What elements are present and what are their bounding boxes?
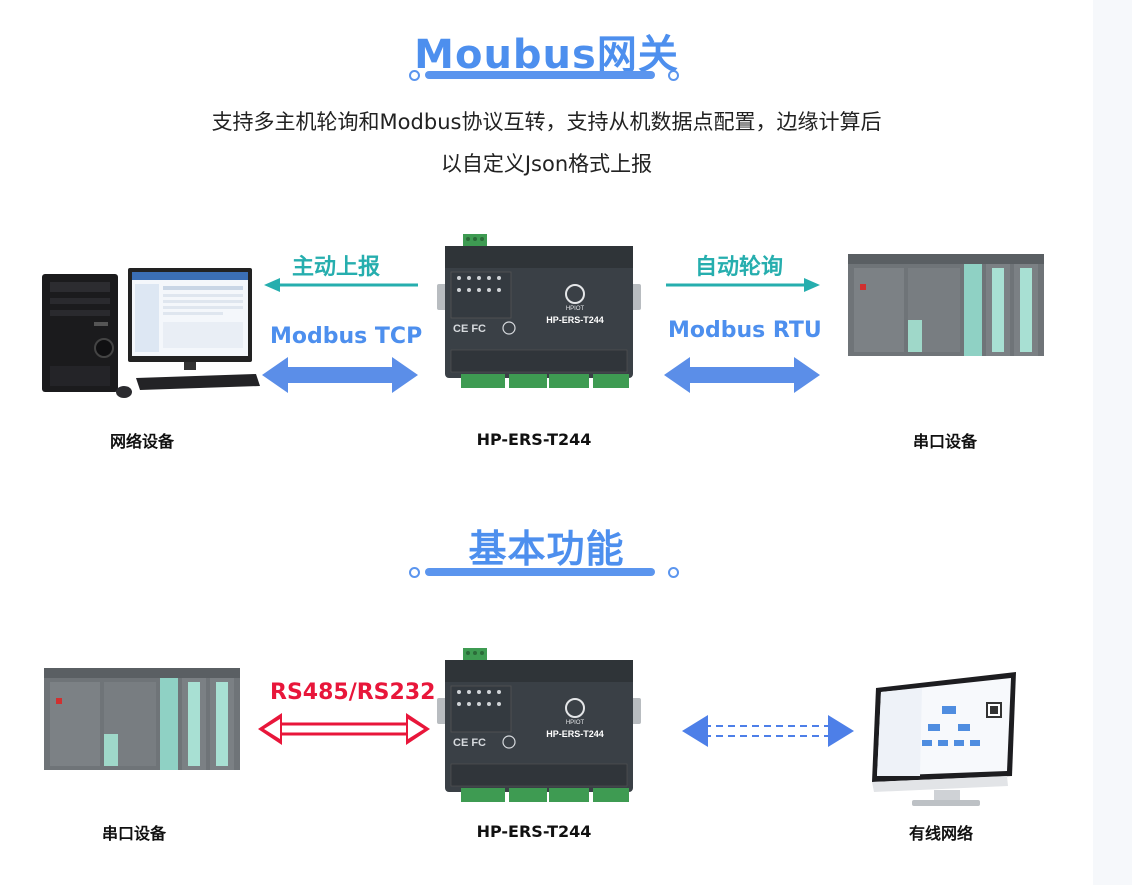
- svg-text:CE FC: CE FC: [453, 323, 486, 335]
- title2-decoration-bar: [425, 568, 655, 576]
- serial-device-caption-bottom: 串口设备: [101, 824, 166, 843]
- wired-network-dashed-arrow-icon: [682, 715, 854, 747]
- basic-section-title: 基本功能: [468, 527, 625, 571]
- auto-poll-label: 自动轮询: [695, 255, 784, 280]
- svg-text:CE FC: CE FC: [453, 737, 486, 749]
- rs485-rs232-label: RS485/RS232: [270, 680, 436, 705]
- serial-device-caption-top: 串口设备: [912, 432, 977, 451]
- title2-decoration-dot-left: [409, 567, 420, 578]
- device-brand-text-bottom: HPIOT: [566, 720, 585, 726]
- gateway-caption-top: HP-ERS-T244: [476, 430, 592, 449]
- desktop-computer-icon: [42, 268, 260, 398]
- title-decoration-dot-left: [409, 70, 420, 81]
- modbus-tcp-label: Modbus TCP: [270, 324, 423, 349]
- gateway-caption-bottom: HP-ERS-T244: [476, 822, 592, 841]
- wired-network-caption: 有线网络: [908, 824, 973, 843]
- network-device-caption: 网络设备: [109, 432, 174, 451]
- active-report-arrow-icon: [264, 278, 418, 292]
- gateway-device-image-bottom: CE FC HPIOT HP-ERS-T244: [437, 648, 641, 802]
- auto-poll-arrow-icon: [666, 278, 820, 292]
- device-model-text: HP-ERS-T244: [546, 315, 604, 325]
- gateway-description-line-1: 支持多主机轮询和Modbus协议互转，支持从机数据点配置，边缘计算后: [211, 110, 882, 134]
- right-edge-strip: [1093, 0, 1132, 885]
- device-brand-text: HPIOT: [566, 306, 585, 312]
- title-decoration-dot-right: [668, 70, 679, 81]
- modbus-tcp-double-arrow-icon: [262, 357, 418, 393]
- serial-double-arrow-icon: [258, 713, 430, 745]
- plc-serial-device-image: [848, 254, 1044, 356]
- title2-decoration-dot-right: [668, 567, 679, 578]
- device-model-text-bottom: HP-ERS-T244: [546, 729, 604, 739]
- monitor-wired-network-image: [872, 672, 1016, 806]
- modbus-rtu-label: Modbus RTU: [668, 318, 822, 343]
- plc-serial-device-image-bottom: [44, 668, 240, 770]
- modbus-rtu-double-arrow-icon: [664, 357, 820, 393]
- active-report-label: 主动上报: [292, 255, 381, 280]
- gateway-device-image: CE FC HPIOT HP-ERS-T244: [437, 234, 641, 388]
- title-decoration-bar: [425, 71, 655, 79]
- gateway-description-line-2: 以自定义Json格式上报: [440, 152, 653, 176]
- gateway-section-title: Moubus网关: [414, 32, 679, 78]
